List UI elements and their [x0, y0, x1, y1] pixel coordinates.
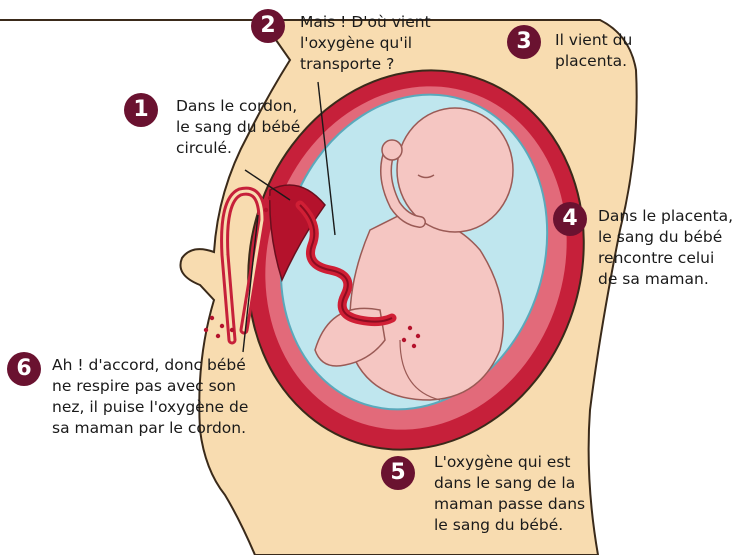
step-text-2: Mais ! D'où vient l'oxygène qu'il transp… [300, 12, 431, 75]
step-number-2: 2 [251, 9, 285, 43]
step-number-6: 6 [7, 352, 41, 386]
step-number-4: 4 [553, 202, 587, 236]
step-text-3: Il vient du placenta. [555, 30, 632, 72]
step-text-4: Dans le placenta, le sang du bébé rencon… [598, 206, 733, 290]
step-text-6: Ah ! d'accord, donc bébé ne respire pas … [52, 355, 248, 439]
step-text-1: Dans le cordon, le sang du bébé circulé. [176, 96, 300, 159]
step-number-5: 5 [381, 456, 415, 490]
step-text-5: L'oxygène qui est dans le sang de la mam… [434, 452, 585, 536]
step-number-3: 3 [507, 25, 541, 59]
step-number-1: 1 [124, 93, 158, 127]
